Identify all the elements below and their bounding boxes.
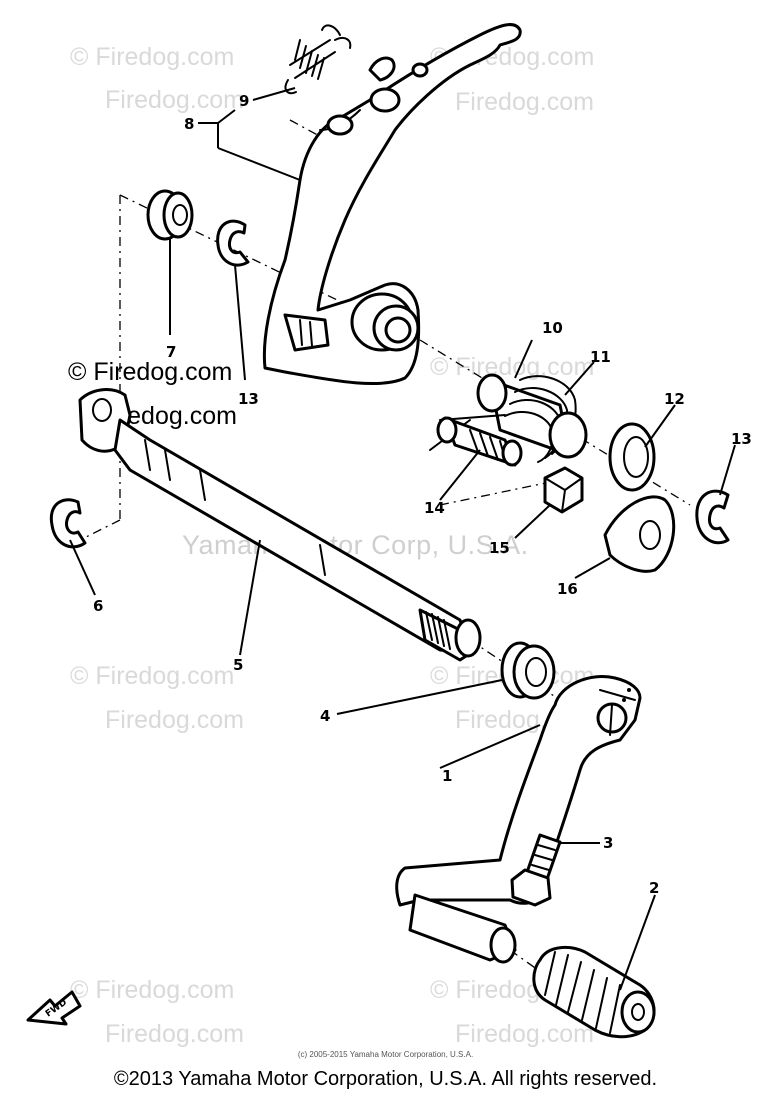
leader-lines — [69, 87, 736, 991]
callout-10: 10 — [542, 319, 563, 337]
circlip-part-13-upper — [216, 219, 250, 267]
callout-4: 4 — [320, 707, 330, 725]
callout-8: 8 — [184, 115, 194, 133]
shift-shaft-part-5 — [78, 388, 482, 662]
footer-copyright: ©2013 Yamaha Motor Corporation, U.S.A. A… — [113, 1068, 658, 1090]
callout-13-lower: 13 — [731, 430, 752, 448]
collar-part-7 — [146, 189, 194, 241]
fwd-arrow-icon: FWD — [26, 990, 82, 1026]
spring-part-9 — [284, 24, 352, 95]
watermark-firedog: © Firedog.com — [70, 43, 234, 71]
washer-part-12 — [608, 422, 656, 492]
plate-part-16 — [603, 495, 676, 573]
callout-5: 5 — [233, 656, 243, 674]
callout-16: 16 — [557, 580, 578, 598]
watermark-firedog: Firedog.com — [105, 86, 244, 114]
callout-13-upper: 13 — [238, 390, 259, 408]
circlip-part-13-lower — [695, 489, 730, 545]
watermark-firedog: © Firedog.com — [70, 662, 234, 690]
watermark-firedog: Firedog.com — [455, 88, 594, 116]
callout-15: 15 — [489, 539, 510, 557]
callout-labels: 1 2 3 4 5 6 7 8 9 10 11 12 13 13 14 15 1… — [93, 92, 752, 897]
callout-11: 11 — [590, 348, 611, 366]
watermark-firedog: © Firedog.com — [70, 976, 234, 1004]
watermark-firedog-dark: © Firedog.com — [68, 358, 232, 386]
callout-2: 2 — [649, 879, 659, 897]
callout-7: 7 — [166, 343, 176, 361]
callout-6: 6 — [93, 597, 103, 615]
watermark-firedog: Firedog.com — [105, 706, 244, 734]
rubber-grip-part-2 — [532, 946, 656, 1039]
bolt-part-3 — [510, 833, 562, 907]
watermark-firedog: Firedog.com — [455, 1020, 594, 1048]
callout-9: 9 — [239, 92, 249, 110]
callout-3: 3 — [603, 834, 613, 852]
shift-pedal-part-1 — [395, 675, 642, 964]
circlip-part-6 — [49, 498, 87, 549]
callout-12: 12 — [664, 390, 685, 408]
shift-arm-assembly — [262, 23, 522, 386]
watermark-yamaha: Yamaha Motor Corp, U.S.A. — [182, 530, 529, 560]
nut-part-15 — [543, 466, 584, 514]
diagram-copyright-fine-print: (c) 2005-2015 Yamaha Motor Corporation, … — [297, 1050, 474, 1059]
watermark-firedog: Firedog.com — [105, 1020, 244, 1048]
watermark-firedog: © Firedog.com — [430, 353, 594, 381]
callout-1: 1 — [442, 767, 452, 785]
callout-14: 14 — [424, 499, 445, 517]
oil-seal-part-4 — [500, 641, 556, 700]
stopper-bolt-part-14 — [436, 416, 523, 467]
